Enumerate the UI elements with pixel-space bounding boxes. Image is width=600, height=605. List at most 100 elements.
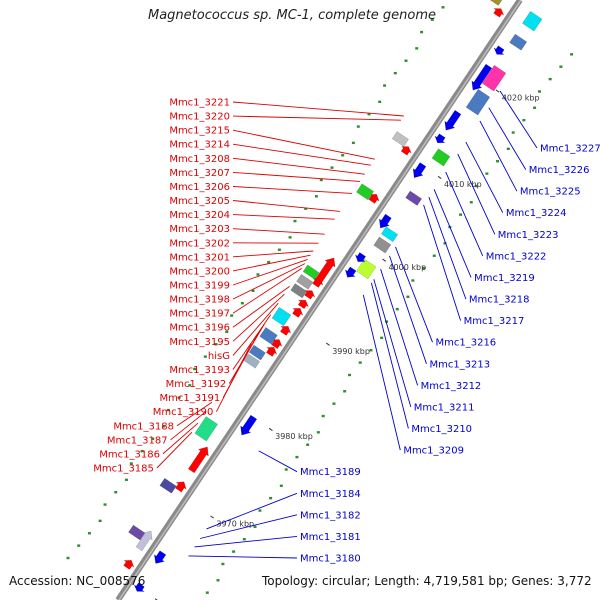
gene-label-right: Mmc1_3211	[414, 402, 475, 413]
gene-label-left: Mmc1_3220	[169, 112, 230, 123]
gene-label-right: Mmc1_3216	[435, 338, 496, 349]
label-leader-line	[374, 279, 411, 407]
gc-dot	[420, 31, 423, 33]
gc-dot	[352, 142, 355, 144]
gene-label-left: Mmc1_3197	[169, 309, 230, 320]
gc-dot	[332, 402, 335, 404]
gene-label-left: Mmc1_3221	[169, 98, 230, 109]
gene-label-left: hisG	[208, 351, 230, 362]
gc-dot	[243, 538, 246, 540]
gc-dot	[470, 201, 473, 203]
gene-feature	[124, 560, 134, 569]
label-leader-line	[434, 189, 471, 277]
gc-dot	[267, 261, 270, 263]
label-leader-line	[259, 451, 297, 472]
gene-label-right: Mmc1_3227	[540, 144, 600, 155]
label-leader-line	[363, 295, 400, 450]
gc-dot	[322, 415, 325, 417]
gene-feature	[379, 214, 391, 228]
gene-feature	[432, 149, 450, 166]
label-leader-line	[480, 121, 517, 191]
gene-label-left: Mmc1_3206	[169, 182, 230, 193]
gene-feature	[292, 308, 302, 317]
gene-feature	[435, 134, 445, 143]
gc-dot	[258, 509, 261, 511]
label-leader-line	[189, 556, 298, 558]
gene-feature	[374, 237, 391, 253]
gene-label-left: Mmc1_3188	[113, 421, 174, 432]
gene-label-left: Mmc1_3200	[169, 266, 230, 277]
gene-label-right: Mmc1_3219	[474, 273, 535, 284]
gene-label-left: Mmc1_3198	[169, 295, 230, 306]
gene-feature	[494, 9, 504, 18]
tick-mark	[269, 428, 272, 430]
gc-dot	[522, 119, 525, 121]
gc-dot	[317, 431, 320, 433]
label-leader-line	[429, 197, 466, 299]
gene-label-right: Mmc1_3212	[421, 381, 482, 392]
gc-dot	[378, 101, 381, 103]
gc-dot	[406, 296, 409, 298]
gene-label-left: Mmc1_3207	[169, 168, 230, 179]
gc-dot	[570, 53, 573, 55]
gene-label-left: Mmc1_3185	[93, 464, 154, 475]
gene-label-right: Mmc1_3226	[529, 165, 590, 176]
gene-label-left: Mmc1_3186	[99, 449, 160, 460]
gc-dot	[330, 166, 333, 168]
gene-label-left: Mmc1_3192	[166, 379, 227, 390]
gene-label-right: Mmc1_3218	[469, 295, 530, 306]
gene-feature	[266, 347, 276, 356]
gc-dot	[512, 131, 515, 133]
gene-label-right: Mmc1_3225	[520, 187, 581, 198]
gc-dot	[315, 195, 318, 197]
label-leader-line	[233, 201, 340, 212]
gc-dot	[459, 213, 462, 215]
gc-dot	[289, 236, 292, 238]
gene-label-left: Mmc1_3199	[169, 281, 230, 292]
label-leader-line	[233, 187, 352, 194]
gc-dot	[204, 355, 207, 357]
label-leader-line	[233, 255, 311, 271]
gc-dot	[415, 47, 418, 49]
label-leader-line	[233, 172, 360, 181]
gc-dot	[269, 497, 272, 499]
gene-feature	[466, 89, 490, 115]
gc-dot	[341, 154, 344, 156]
gene-feature	[272, 307, 291, 326]
gene-label-right: Mmc1_3182	[300, 510, 361, 521]
gc-dot	[256, 273, 259, 275]
tick-mark	[496, 90, 499, 92]
gene-feature	[487, 0, 505, 6]
gene-feature	[510, 34, 527, 50]
gc-dot	[380, 337, 383, 339]
gene-feature	[298, 300, 308, 309]
gene-label-right: Mmc1_3222	[486, 251, 547, 262]
gene-label-right: Mmc1_3217	[464, 316, 525, 327]
gc-dot	[559, 66, 562, 68]
gc-dot	[285, 468, 288, 470]
tick-label: 3980 kbp	[275, 432, 313, 441]
gene-feature	[160, 478, 177, 493]
gc-dot	[77, 544, 80, 546]
gc-dot	[278, 249, 281, 251]
gc-dot	[405, 60, 408, 62]
gc-dot	[348, 374, 351, 376]
tick-mark	[210, 516, 213, 518]
gene-label-left: Mmc1_3195	[169, 337, 230, 348]
gene-feature	[280, 326, 290, 335]
tick-label: 3970 kbp	[216, 520, 254, 529]
gc-dot	[485, 172, 488, 174]
gene-feature	[356, 259, 376, 279]
gene-feature	[345, 267, 356, 277]
gc-dot	[394, 72, 397, 74]
gene-label-right: Mmc1_3184	[300, 489, 361, 500]
gene-label-right: Mmc1_3224	[506, 208, 567, 219]
label-leader-line	[233, 116, 401, 120]
gene-label-right: Mmc1_3210	[411, 424, 472, 435]
gene-label-left: Mmc1_3187	[107, 435, 168, 446]
gene-feature	[406, 191, 422, 206]
gc-dot	[533, 107, 536, 109]
gc-dot	[357, 125, 360, 127]
